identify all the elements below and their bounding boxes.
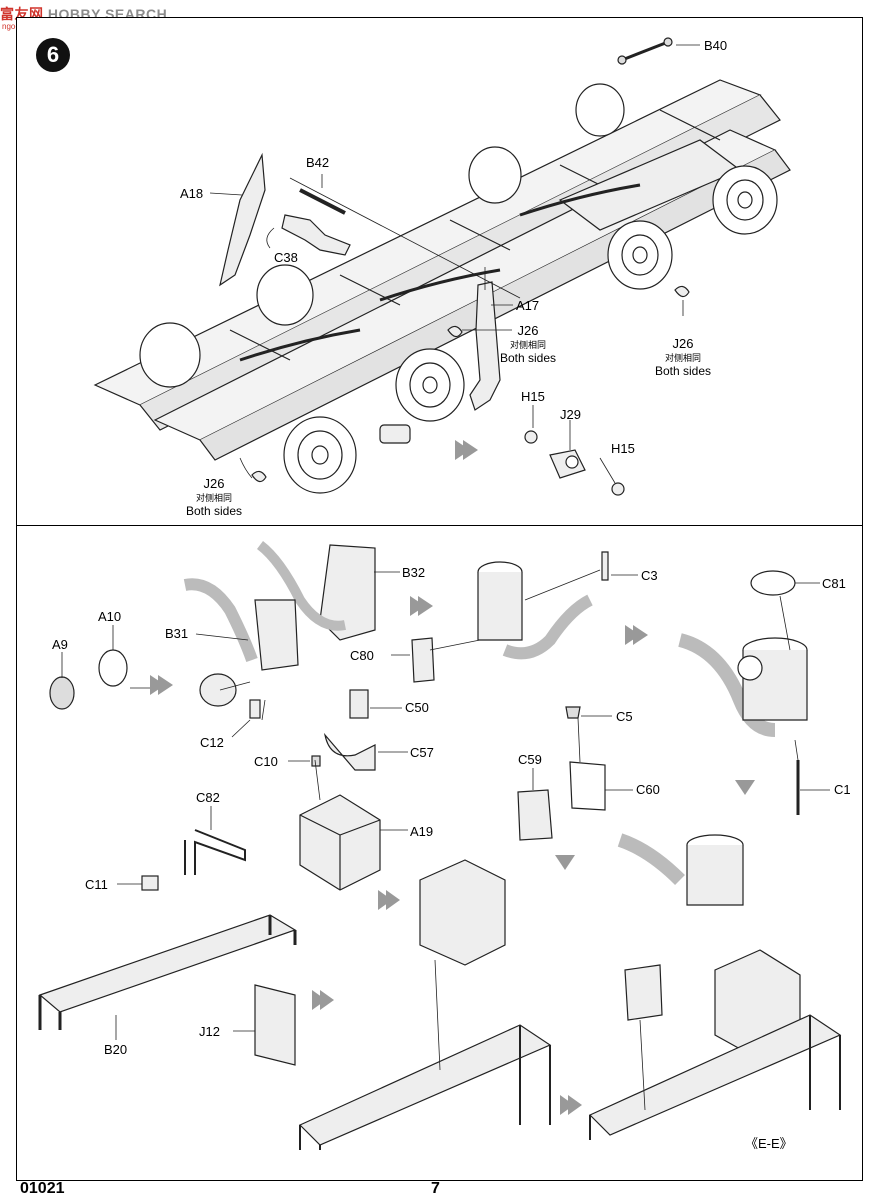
label-j26-left-en: Both sides	[185, 504, 243, 518]
label-c12: C12	[200, 735, 224, 750]
label-c80: C80	[350, 648, 374, 663]
direction-arrows	[150, 440, 755, 1115]
part-h15-left-drawing	[524, 430, 538, 444]
label-j26-left-cn: 对侧相同	[195, 493, 232, 503]
part-b32-drawing	[319, 544, 376, 641]
part-a17-drawing	[469, 281, 501, 411]
label-a10: A10	[98, 609, 122, 624]
label-j29: J29	[560, 407, 581, 422]
label-c50: C50	[405, 700, 429, 715]
part-c3-assembly-drawing	[477, 551, 609, 660]
part-c82-drawing	[184, 829, 246, 875]
part-c11-drawing	[141, 875, 159, 891]
label-c1: C1	[834, 782, 851, 797]
label-a18: A18	[180, 186, 204, 201]
part-b31-drawing	[183, 578, 258, 663]
label-b40: B40	[704, 38, 728, 53]
product-code: 01021	[20, 1180, 65, 1197]
label-c5: C5	[616, 709, 633, 724]
part-j12-drawing	[254, 984, 296, 1066]
air-cleaner-assembled-drawing	[678, 633, 808, 737]
label-j26-right-en: Both sides	[654, 364, 712, 378]
label-a19: A19	[410, 824, 434, 839]
part-b40-drawing	[621, 40, 669, 62]
label-c38: C38	[274, 250, 298, 265]
leader-lines-panel2	[61, 569, 830, 1111]
label-h15-top: H15	[521, 389, 545, 404]
leader-lines-panel1	[209, 44, 700, 484]
label-c60: C60	[636, 782, 660, 797]
label-c82: C82	[196, 790, 220, 805]
step-6-components-panel	[16, 525, 863, 1181]
right-assembly-drawing	[588, 833, 842, 1140]
part-cylinder-drawing	[379, 424, 411, 444]
label-c59: C59	[518, 752, 542, 767]
page-number: 7	[431, 1180, 440, 1197]
part-c60-drawing	[569, 761, 606, 811]
label-j12: J12	[199, 1024, 220, 1039]
label-b20: B20	[104, 1042, 128, 1057]
label-h15-right: H15	[611, 441, 635, 456]
part-a19-drawing	[299, 794, 381, 891]
part-c59-drawing	[517, 789, 553, 841]
part-a18-drawing	[219, 152, 266, 287]
label-c10: C10	[254, 754, 278, 769]
label-j26-center-cn: 对侧相同	[509, 340, 546, 350]
label-a17: A17	[516, 298, 540, 313]
part-c80-drawing	[411, 637, 435, 683]
part-b42-drawing	[299, 188, 346, 215]
label-j26-right: J26 对侧相同 Both sides	[649, 336, 717, 378]
label-c57: C57	[410, 745, 434, 760]
label-c81: C81	[822, 576, 846, 591]
wheels-drawing	[139, 83, 778, 494]
label-b31: B31	[165, 626, 189, 641]
label-j26-right-code: J26	[672, 336, 694, 351]
label-c11: C11	[85, 877, 108, 892]
part-b20-frame-drawing	[38, 914, 297, 1030]
label-j26-center: J26 对侧相同 Both sides	[495, 323, 561, 365]
label-j26-left: J26 对侧相同 Both sides	[180, 476, 248, 518]
part-c38-drawing	[281, 214, 351, 256]
label-c3: C3	[641, 568, 658, 583]
middle-assembly-drawing	[298, 859, 552, 1150]
part-c57-drawing	[323, 732, 376, 771]
part-j26-drawing	[251, 285, 690, 483]
label-j26-center-en: Both sides	[499, 351, 557, 365]
label-j26-center-code: J26	[517, 323, 539, 338]
label-j26-left-code: J26	[203, 476, 225, 491]
part-c50-drawing	[349, 689, 369, 719]
label-j26-right-cn: 对侧相同	[664, 353, 701, 363]
part-h15-right-drawing	[611, 482, 625, 496]
label-b32: B32	[402, 565, 426, 580]
step-number-badge: 6	[36, 38, 70, 72]
label-view-ee: 《E-E》	[745, 1136, 793, 1151]
label-a9: A9	[52, 637, 68, 652]
label-b42: B42	[306, 155, 330, 170]
